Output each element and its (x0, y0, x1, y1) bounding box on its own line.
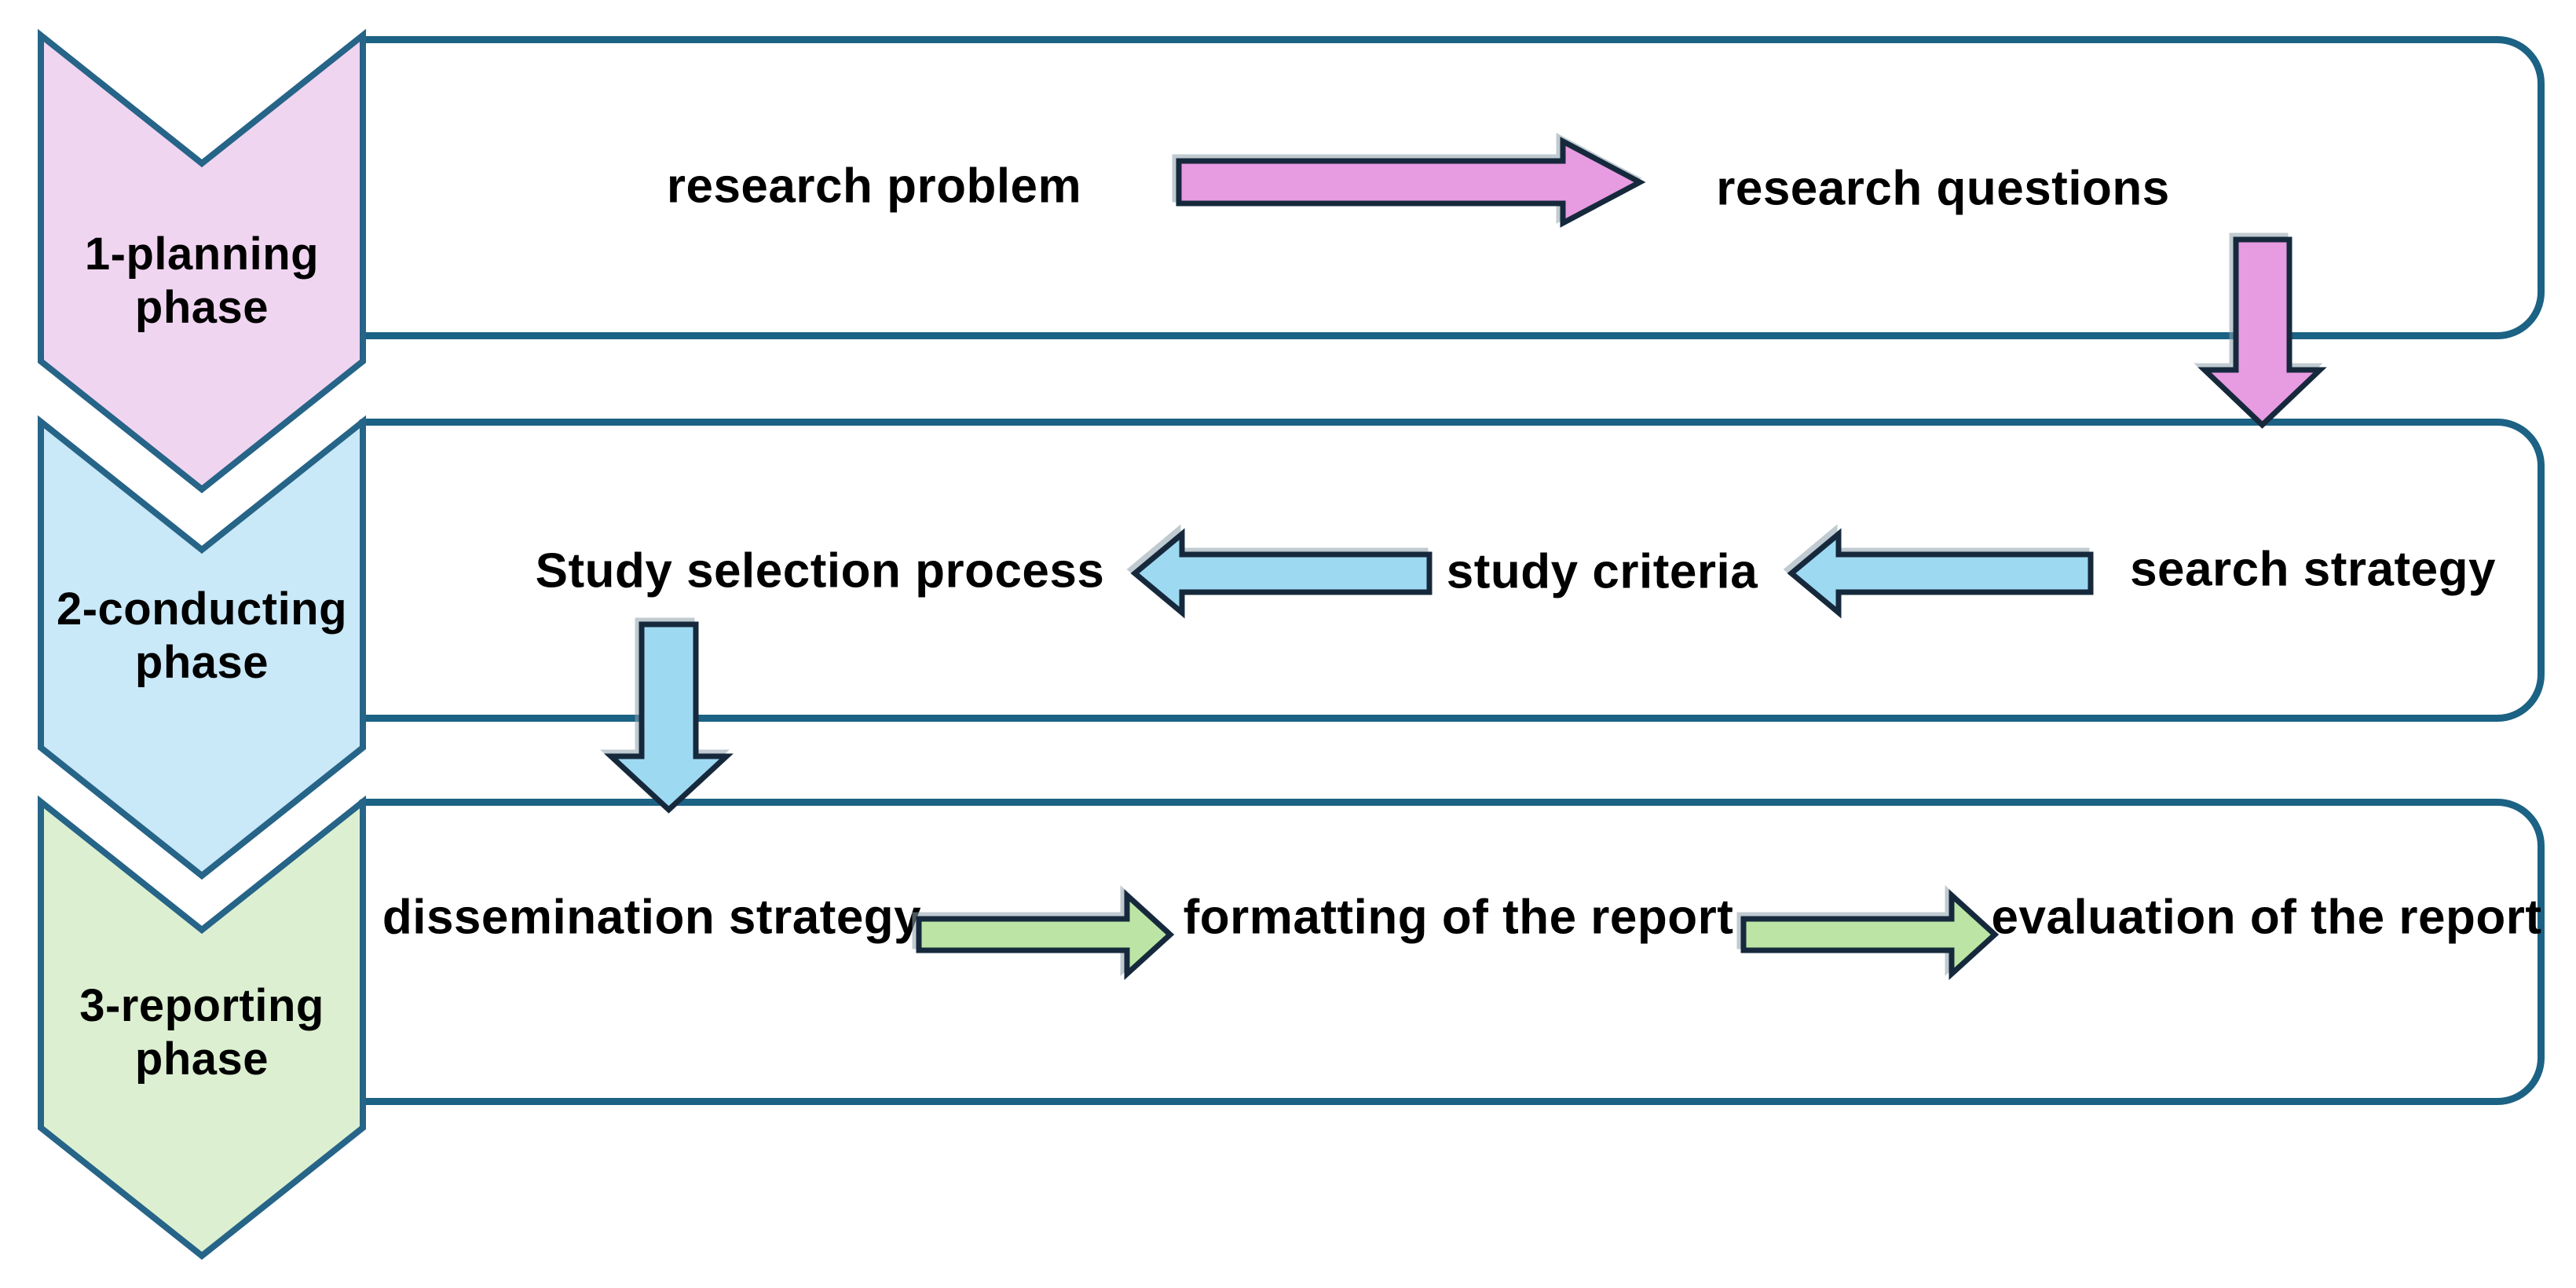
chevron-planning-phase (38, 28, 366, 494)
step-study-criteria: study criteria (1446, 544, 1758, 599)
left-arrow-icon-strategy-to-criteria (1787, 528, 2094, 619)
step-dissemination-strategy: dissemination strategy (382, 890, 922, 945)
chevron-shape-planning (38, 28, 366, 494)
right-arrow-icon-problem-to-questions (1176, 137, 1646, 228)
chevron-shape-reporting (38, 795, 366, 1261)
phase-label-conducting-line1: 2-conducting (56, 584, 348, 635)
down-arrow-shape (604, 621, 734, 814)
phase-label-planning-line2: phase (134, 282, 269, 333)
phase-row-box-reporting (358, 799, 2545, 1105)
step-evaluation-of-the-report: evaluation of the report (1991, 890, 2542, 945)
right-arrow-shape (1740, 889, 2000, 980)
step-research-questions: research questions (1716, 161, 2170, 216)
phase-label-reporting: 3-reporting phase (41, 979, 363, 1086)
step-research-problem: research problem (666, 159, 1082, 214)
phase-row-box-conducting (358, 419, 2545, 722)
right-arrow-shape (916, 889, 1175, 980)
down-arrow-shape (2197, 236, 2327, 429)
phase-label-planning: 1-planning phase (41, 228, 363, 335)
right-arrow-icon-dissemination-to-formatting (916, 889, 1175, 980)
right-arrow-icon-formatting-to-evaluation (1740, 889, 2000, 980)
chevron-reporting-phase (38, 795, 366, 1261)
right-arrow-shape (1176, 137, 1646, 228)
phase-label-conducting-line2: phase (134, 637, 269, 688)
down-arrow-icon-questions-to-conducting (2197, 236, 2327, 429)
step-study-selection-process: Study selection process (535, 543, 1105, 598)
phase-label-reporting-line2: phase (134, 1034, 269, 1085)
step-search-strategy: search strategy (2130, 542, 2496, 597)
chevron-conducting-phase (38, 415, 366, 880)
phase-label-planning-line1: 1-planning (84, 229, 320, 280)
phase-label-reporting-line1: 3-reporting (79, 980, 324, 1031)
left-arrow-icon-criteria-to-selection (1130, 528, 1433, 619)
left-arrow-shape (1130, 528, 1433, 619)
phase-label-conducting: 2-conducting phase (41, 583, 363, 690)
step-formatting-of-the-report: formatting of the report (1183, 890, 1734, 945)
down-arrow-icon-selection-to-reporting (604, 621, 734, 814)
left-arrow-shape (1787, 528, 2094, 619)
chevron-shape-conducting (38, 415, 366, 880)
